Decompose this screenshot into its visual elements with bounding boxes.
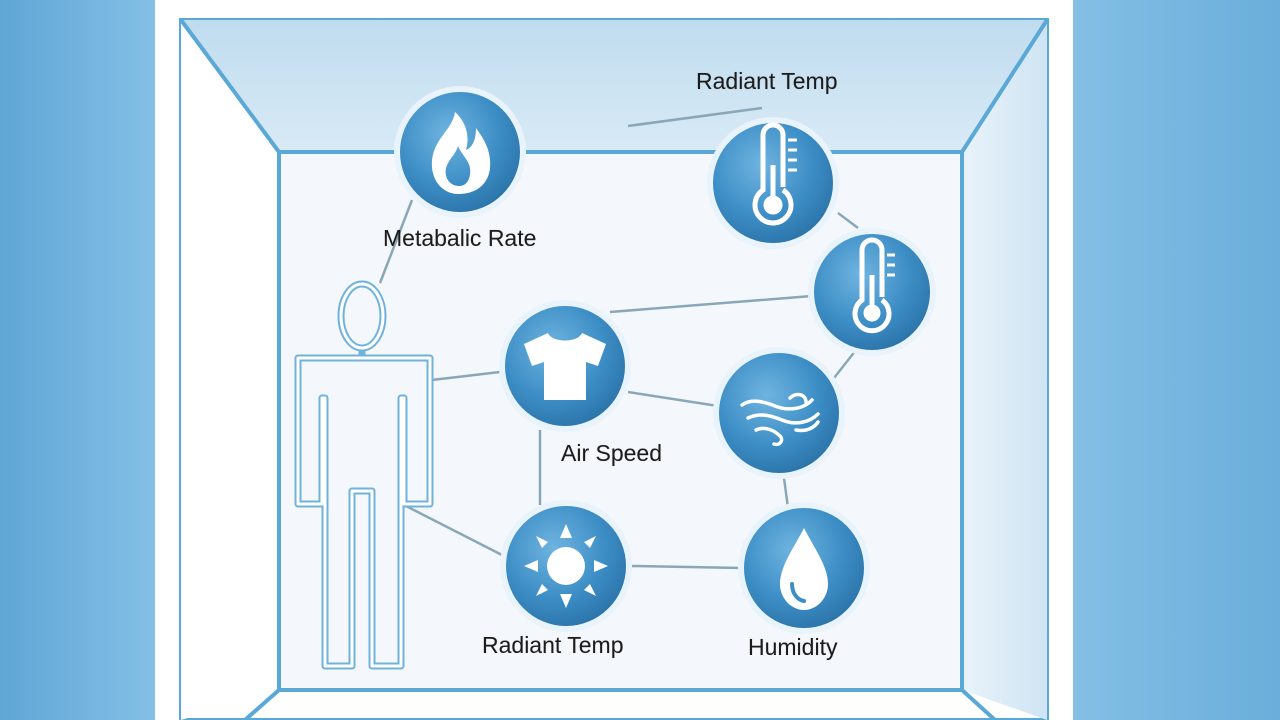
label-humidity: Humidity [748, 634, 838, 660]
shirt-icon [524, 333, 606, 400]
thermometer-icon [752, 122, 797, 226]
connectors [378, 106, 859, 570]
left-wall [181, 20, 279, 720]
node-air-speed [713, 347, 845, 479]
node-metabolic [394, 86, 526, 218]
node-thermometer-top [707, 117, 839, 249]
connector-shirt-wind [627, 390, 719, 408]
node-humidity [738, 502, 870, 634]
label-metabolic-rate: Metabalic Rate [383, 225, 537, 251]
connector-person-sun [403, 503, 503, 557]
connector-flame-person [378, 199, 414, 284]
edge-top-left [179, 18, 281, 154]
label-radiant-temp-top: Radiant Temp [696, 68, 838, 94]
connector-thermo2-wind [833, 349, 857, 379]
thermometer-icon [852, 237, 895, 334]
sun-icon [524, 524, 608, 608]
connector-label-top [627, 106, 763, 128]
node-thermometer-mid [808, 228, 936, 356]
connector-shirt-thermo2 [609, 294, 813, 314]
ceiling [181, 20, 1047, 152]
edge-bottom-right [960, 688, 997, 720]
person-icon [294, 280, 434, 670]
edge-bottom-left [243, 688, 281, 720]
edge-top-right [960, 18, 1049, 154]
node-clothing [499, 300, 631, 432]
connector-thermo1-thermo2 [837, 212, 859, 229]
label-radiant-temp-bottom: Radiant Temp [482, 632, 624, 658]
label-air-speed: Air Speed [561, 440, 663, 466]
wind-icon [740, 392, 820, 447]
connector-wind-drop [782, 477, 790, 509]
right-wall [962, 20, 1047, 720]
connector-sun-drop [631, 564, 743, 570]
background-left [0, 0, 155, 720]
node-radiant [500, 500, 632, 632]
background-right [1073, 0, 1280, 720]
flame-icon [431, 112, 491, 194]
connector-person-shirt [431, 370, 501, 382]
